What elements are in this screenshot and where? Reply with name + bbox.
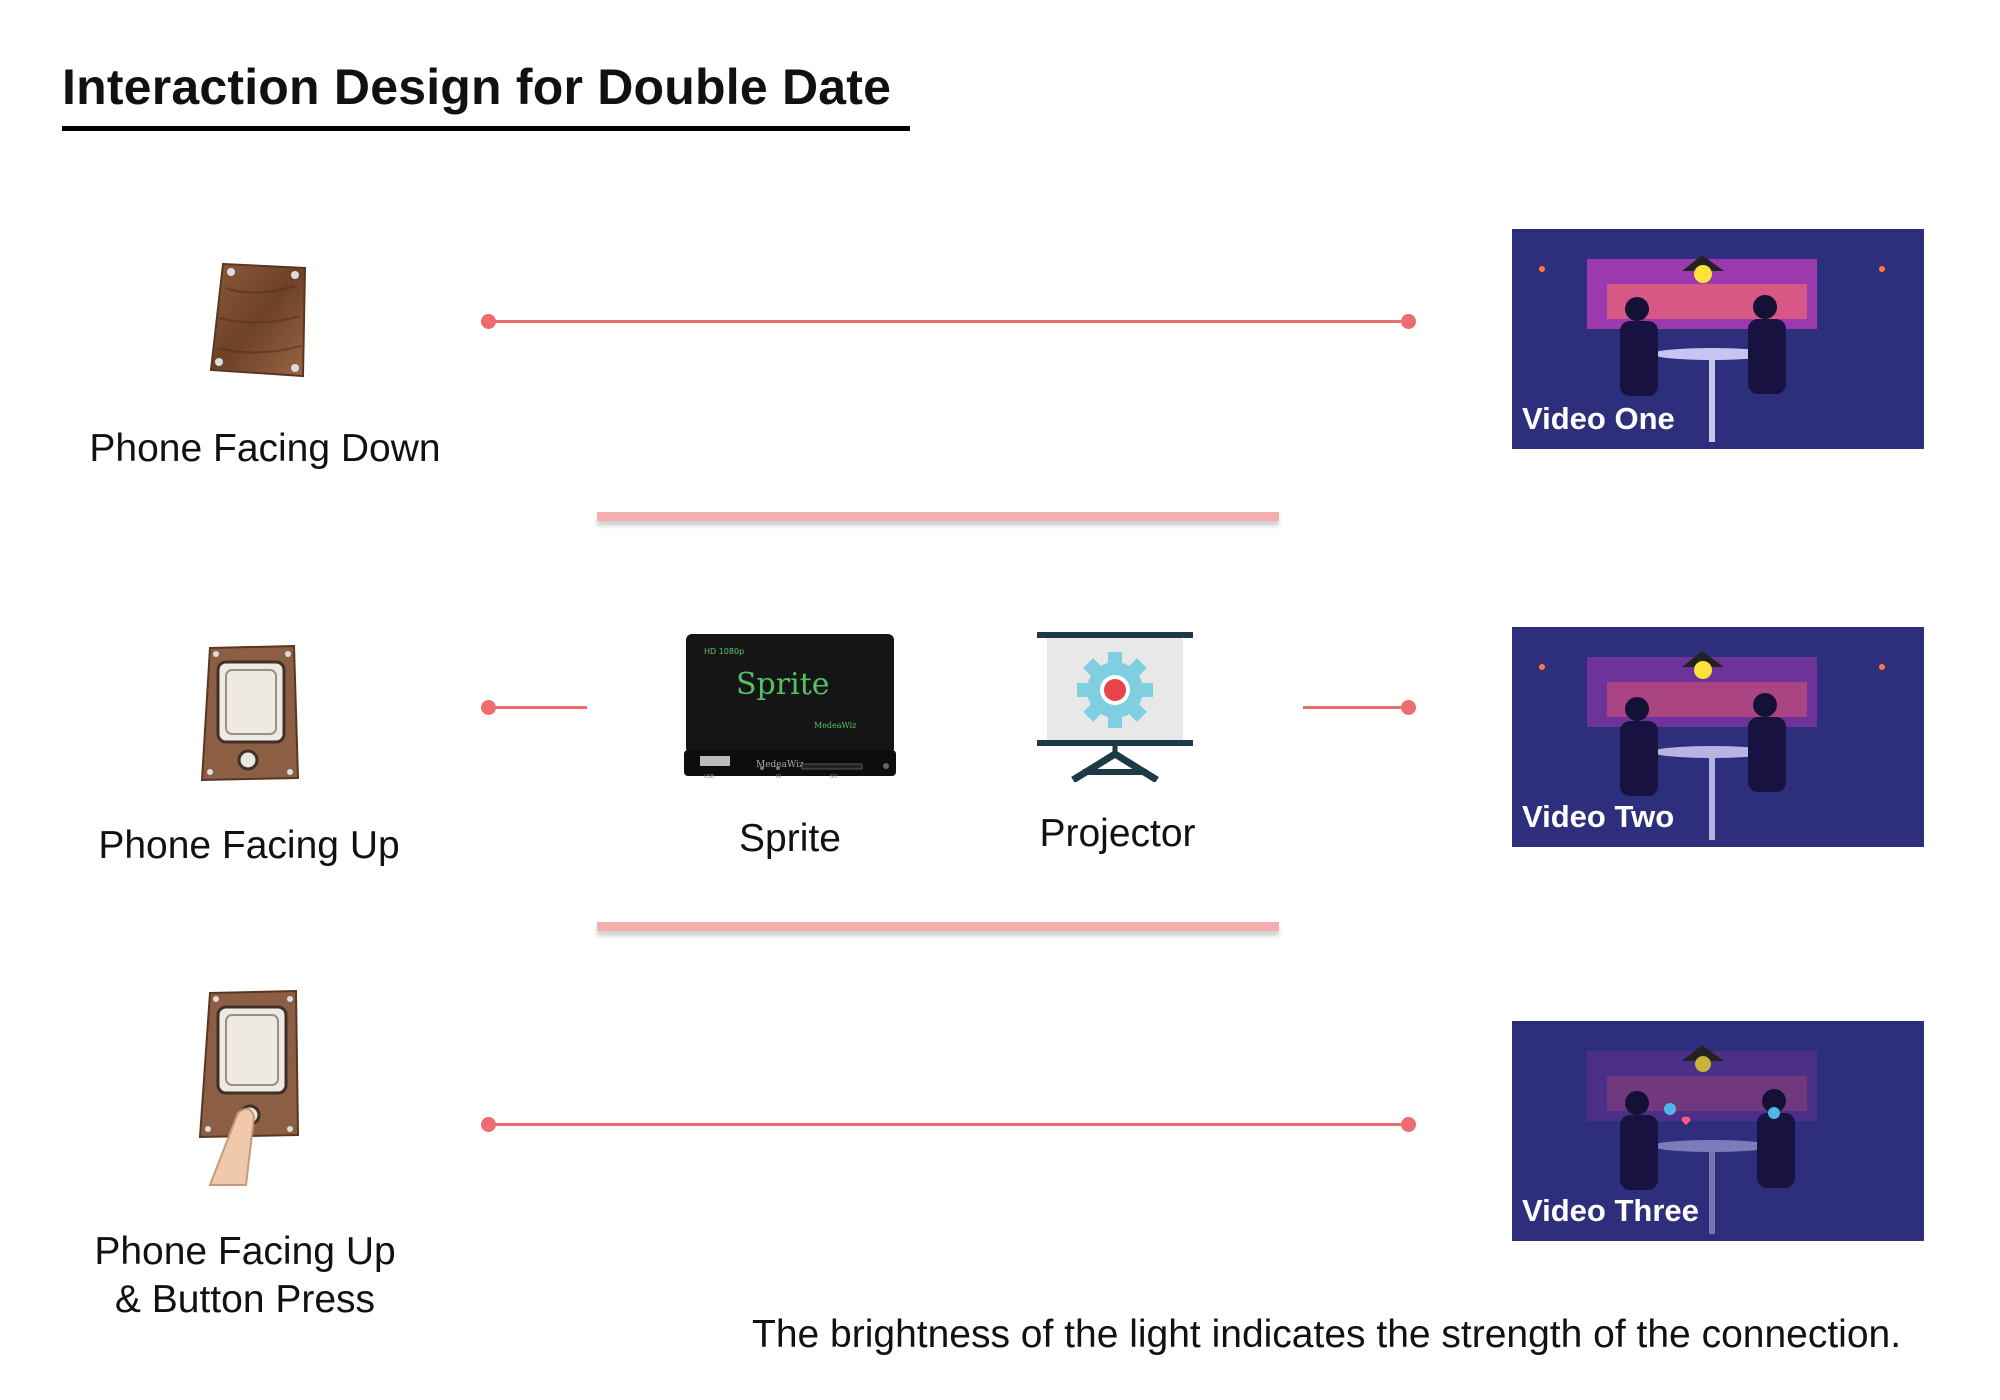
video-label: Video Three xyxy=(1522,1193,1699,1228)
row-divider xyxy=(597,922,1279,931)
footnote-text: The brightness of the light indicates th… xyxy=(752,1313,1902,1356)
video-thumbnail-three[interactable]: Video Three xyxy=(1512,1021,1924,1241)
connector-dot-left xyxy=(481,314,496,329)
title-underline xyxy=(62,126,910,131)
row-divider xyxy=(597,512,1279,521)
input-label-line: Phone Facing Up xyxy=(98,824,400,867)
sprite-player-icon: HD 1080p Sprite MedeaWiz MedeaWiz USB IR… xyxy=(684,634,896,780)
sprite-port-label: IR xyxy=(776,774,781,780)
sprite-label: Sprite xyxy=(739,817,841,860)
input-label-line: Phone Facing Up xyxy=(94,1230,396,1273)
connector-line-row2-left xyxy=(489,706,587,709)
input-label-face-up: Phone Facing Up xyxy=(44,822,454,870)
page-title: Interaction Design for Double Date xyxy=(62,59,892,115)
phone-button-press-icon xyxy=(198,989,300,1186)
input-label-line: & Button Press xyxy=(114,1278,376,1321)
input-label-line: Phone Facing Down xyxy=(89,427,441,470)
video-scene-image xyxy=(1512,229,1924,449)
connector-dot-left xyxy=(481,700,496,715)
video-label: Video One xyxy=(1522,401,1675,436)
sprite-front-brand: MedeaWiz xyxy=(756,760,804,770)
input-label-button-press: Phone Facing Up & Button Press xyxy=(40,1228,450,1324)
connector-line-row2-right xyxy=(1303,706,1401,709)
sprite-port-label: SD xyxy=(830,774,837,780)
video-label: Video Two xyxy=(1522,799,1675,834)
connector-dot-right xyxy=(1401,314,1416,329)
projector-gear-icon xyxy=(1037,632,1193,782)
video-thumbnail-one[interactable]: Video One xyxy=(1512,229,1924,449)
sprite-brand-text: MedeaWiz xyxy=(814,721,856,730)
phone-face-up-icon xyxy=(200,644,300,782)
sprite-screen-text: Sprite xyxy=(736,667,830,702)
video-scene-image xyxy=(1512,1021,1924,1241)
phone-face-down-icon xyxy=(209,262,307,378)
projector-label: Projector xyxy=(1039,812,1196,855)
input-label-face-down: Phone Facing Down xyxy=(60,425,470,473)
connector-dot-right xyxy=(1401,700,1416,715)
sprite-badge-text: HD 1080p xyxy=(704,647,744,656)
connector-line-row1 xyxy=(489,320,1401,323)
video-scene-image xyxy=(1512,627,1924,847)
connector-line-row3 xyxy=(489,1123,1401,1126)
connector-dot-left xyxy=(481,1117,496,1132)
sprite-port-label: USB xyxy=(704,774,715,780)
connector-dot-right xyxy=(1401,1117,1416,1132)
video-thumbnail-two[interactable]: Video Two xyxy=(1512,627,1924,847)
